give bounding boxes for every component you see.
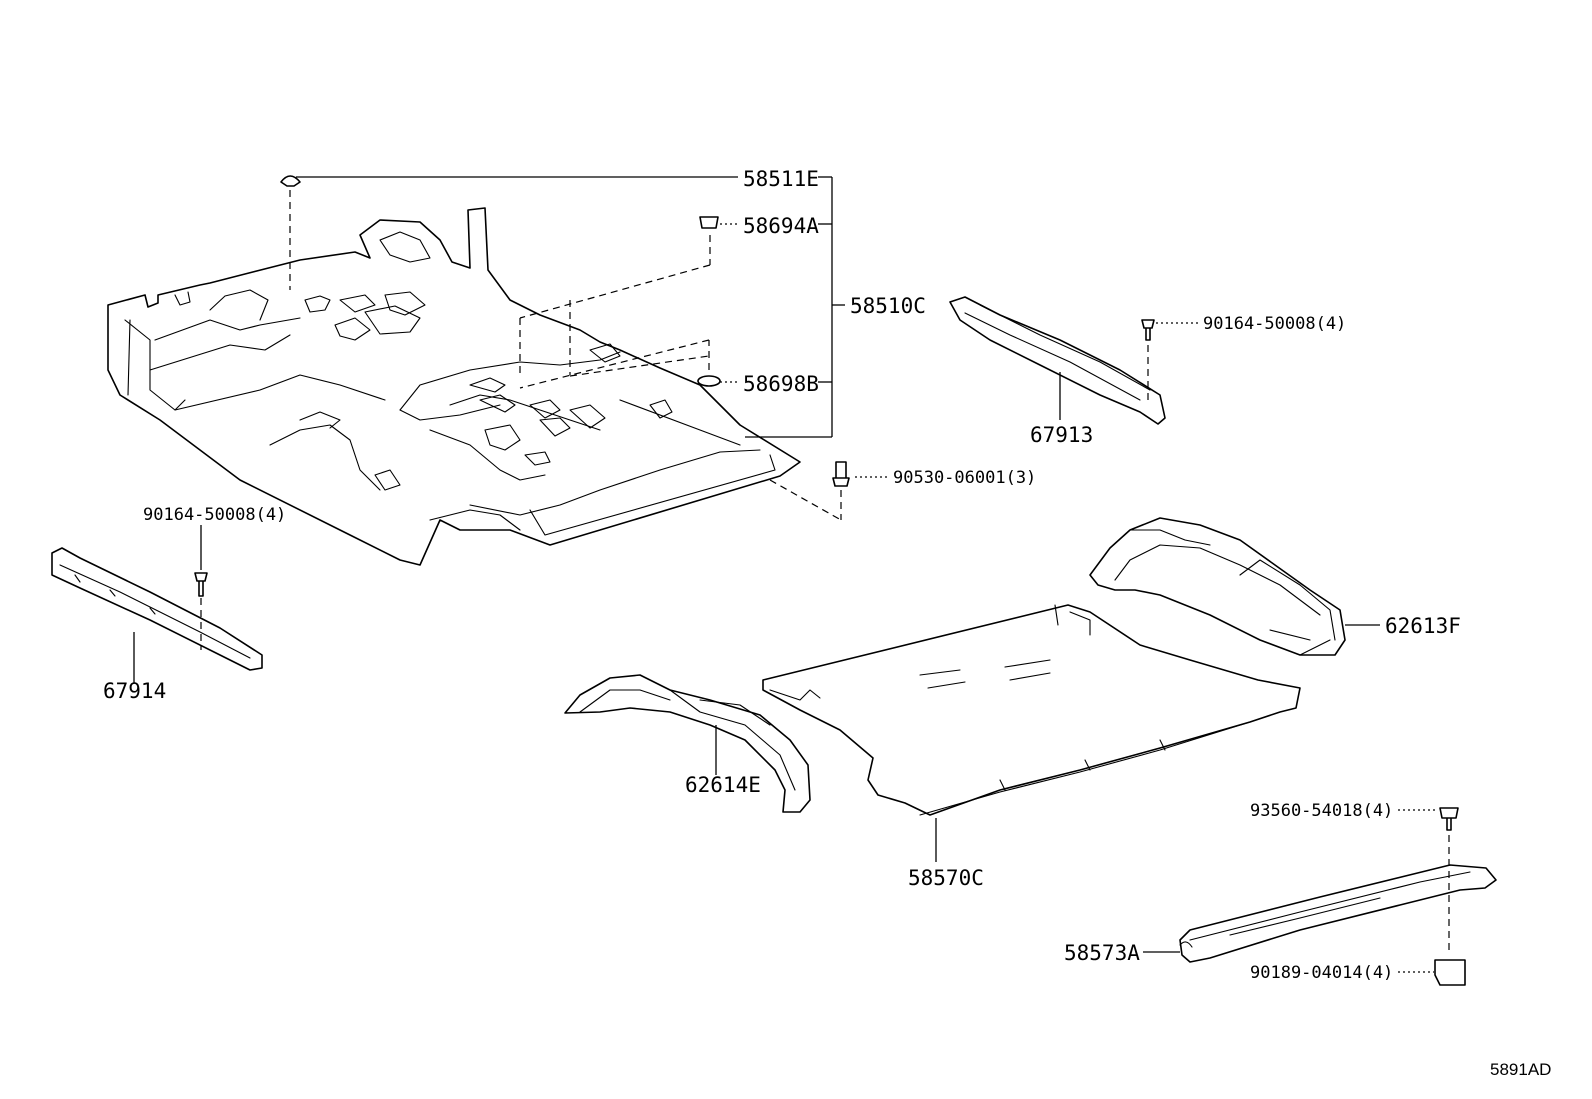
label-58510C: 58510C bbox=[850, 294, 926, 318]
screw-icon bbox=[1141, 319, 1155, 341]
label-58698B: 58698B bbox=[743, 372, 819, 396]
label-93560: 93560-54018(4) bbox=[1250, 801, 1393, 821]
nut-clip-icon bbox=[1434, 959, 1466, 986]
label-58694A: 58694A bbox=[743, 214, 819, 238]
rear-floor-carpet bbox=[762, 604, 1301, 816]
cap-icon bbox=[699, 216, 719, 229]
label-58570C: 58570C bbox=[908, 866, 984, 890]
label-58573A: 58573A bbox=[1064, 941, 1140, 965]
grommet-icon bbox=[697, 375, 721, 387]
diagram-code: 5891AD bbox=[1490, 1060, 1551, 1079]
front-carpet-callouts bbox=[280, 175, 845, 438]
scuff-plate-58573A bbox=[1143, 807, 1497, 986]
screw-icon bbox=[194, 572, 208, 597]
label-67913: 67913 bbox=[1030, 423, 1093, 447]
label-62614E: 62614E bbox=[685, 773, 761, 797]
stud-bolt-icon bbox=[832, 461, 850, 487]
label-58511E: 58511E bbox=[743, 167, 819, 191]
label-62613F: 62613F bbox=[1385, 614, 1461, 638]
label-90164-left: 90164-50008(4) bbox=[143, 505, 286, 525]
bolt-icon bbox=[1439, 807, 1459, 831]
clip-icon bbox=[280, 175, 301, 187]
front-floor-carpet bbox=[107, 207, 801, 566]
label-90530: 90530-06001(3) bbox=[893, 468, 1036, 488]
sill-plate-67914 bbox=[51, 525, 263, 683]
bolt-90530 bbox=[769, 461, 888, 521]
label-90164-right: 90164-50008(4) bbox=[1203, 314, 1346, 334]
label-90189: 90189-04014(4) bbox=[1250, 963, 1393, 983]
sill-plate-67913 bbox=[949, 296, 1198, 425]
wheel-house-cover-62613F bbox=[1089, 517, 1380, 656]
wheel-house-cover-62614E bbox=[564, 674, 811, 813]
label-67914: 67914 bbox=[103, 679, 166, 703]
